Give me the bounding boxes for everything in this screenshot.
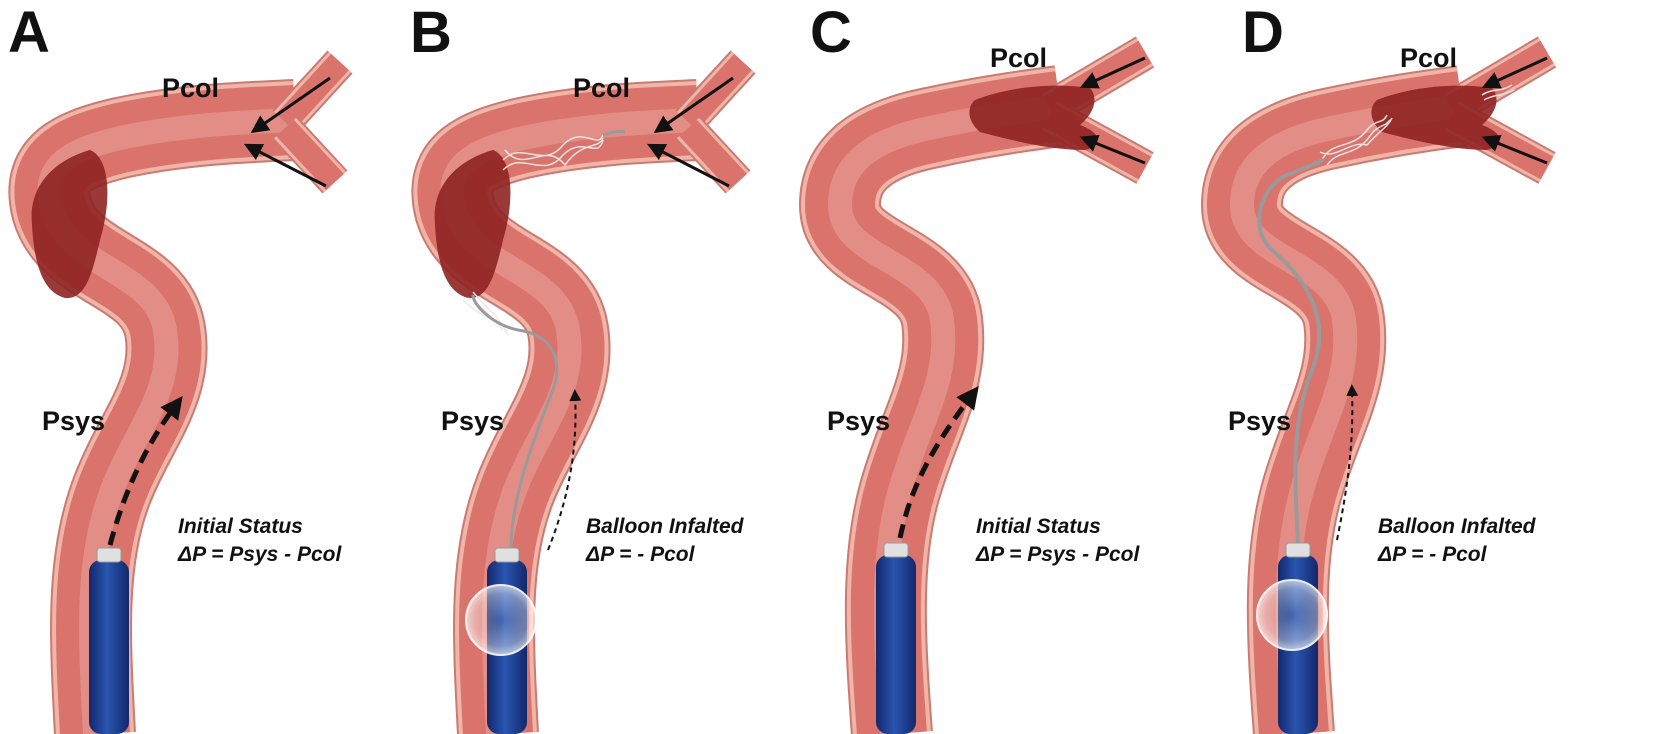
- panel-letter: B: [410, 0, 452, 65]
- caption-equation: ΔP = - Pcol: [585, 543, 696, 566]
- collateral-arrow-lower: [646, 143, 730, 188]
- pcol-label: Pcol: [1400, 43, 1457, 73]
- catheter-tip: [494, 547, 520, 563]
- collateral-arrow-lower: [243, 143, 327, 188]
- panel-a: A Pcol Psys Initial Status ΔP = Psys - P…: [8, 0, 342, 734]
- catheter-tip: [1285, 542, 1311, 558]
- clot: [1371, 85, 1500, 150]
- flow-arrow: [897, 386, 979, 539]
- catheter: [876, 555, 916, 734]
- psys-label: Psys: [441, 406, 504, 436]
- panel-b: B Pcol Psys Balloon Infalted ΔP = - Pcol: [410, 0, 745, 734]
- panel-d: D Pcol Psys Balloon Infalted ΔP = - Pcol: [1228, 0, 1547, 734]
- caption-status: Initial Status: [178, 515, 303, 538]
- caption-status: Balloon Infalted: [586, 515, 745, 538]
- panel-letter: C: [810, 0, 852, 65]
- caption-status: Balloon Infalted: [1378, 515, 1537, 538]
- pcol-label: Pcol: [990, 43, 1047, 73]
- panel-letter: A: [8, 0, 50, 65]
- balloon: [465, 584, 537, 656]
- collateral-arrow-lower: [1481, 135, 1548, 165]
- collateral-arrow-upper: [1481, 56, 1548, 89]
- balloon: [1256, 579, 1328, 651]
- panel-c: C Pcol Psys Initial Status ΔP = Psys - P…: [810, 0, 1145, 734]
- caption-equation: ΔP = Psys - Pcol: [177, 543, 342, 566]
- clot: [31, 150, 108, 299]
- collateral-arrow-upper: [250, 76, 331, 134]
- flow-arrow: [107, 396, 183, 546]
- microwire: [1257, 158, 1325, 544]
- psys-label: Psys: [42, 406, 105, 436]
- panel-letter: D: [1242, 0, 1284, 65]
- pcol-label: Pcol: [573, 73, 630, 103]
- flow-arrow: [547, 389, 582, 551]
- caption-equation: ΔP = Psys - Pcol: [975, 543, 1140, 566]
- clot: [969, 85, 1098, 150]
- flow-arrow: [1336, 384, 1359, 541]
- microwire-distal: [602, 129, 626, 137]
- caption-equation: ΔP = - Pcol: [1377, 543, 1488, 566]
- catheter-tip: [883, 542, 909, 558]
- collateral-arrow-upper: [653, 76, 734, 134]
- psys-label: Psys: [1228, 406, 1291, 436]
- pcol-label: Pcol: [162, 73, 219, 103]
- stent-retriever: [1319, 84, 1515, 166]
- catheter: [89, 560, 129, 734]
- psys-label: Psys: [827, 406, 890, 436]
- collateral-arrow-upper: [1079, 56, 1146, 89]
- caption-status: Initial Status: [976, 515, 1101, 538]
- clot: [434, 150, 511, 299]
- collateral-arrow-lower: [1079, 135, 1146, 165]
- catheter-tip: [96, 547, 122, 563]
- microwire: [471, 294, 559, 549]
